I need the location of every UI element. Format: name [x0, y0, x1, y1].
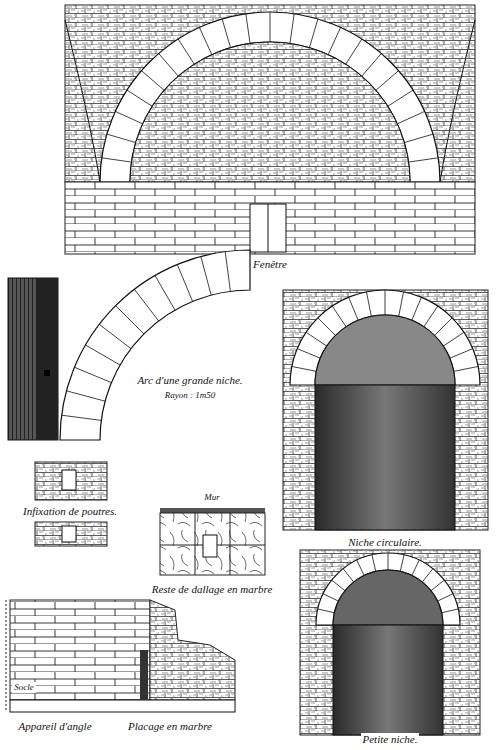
joint-line [442, 609, 459, 613]
joint-line [66, 391, 105, 401]
joint-line [127, 90, 152, 106]
joint-line [366, 292, 371, 317]
window-elevation [65, 5, 475, 254]
joint-line [349, 297, 359, 320]
large-niche-arch [8, 250, 250, 440]
joint-line [292, 366, 317, 371]
joint-line [318, 318, 336, 336]
joint-line [385, 290, 386, 315]
beam-sockets [35, 462, 107, 546]
caption-label: Appareil d'angle [16, 720, 93, 733]
joint-line [431, 580, 444, 591]
joint-line [424, 306, 438, 327]
caption-label: Mur [202, 492, 222, 503]
joint-line [438, 594, 453, 601]
joint-line [318, 609, 335, 613]
joint-line [134, 289, 158, 321]
caption-label: Placage en marbre [126, 720, 214, 733]
caption-label: Arc d'une grande niche. [135, 374, 244, 387]
joint-line [102, 158, 132, 162]
caption-label: Reste de dallage en marbre [150, 583, 275, 596]
joint-line [74, 367, 111, 382]
caption-label: Rayon : 1m50 [163, 390, 218, 401]
joint-line [115, 111, 142, 123]
joint-line [450, 349, 473, 359]
joint-line [454, 366, 479, 371]
joint-line [107, 134, 136, 142]
joint-line [177, 264, 192, 301]
circular-niche [283, 290, 488, 530]
joint-line [343, 569, 354, 582]
joint-line [159, 54, 179, 77]
caption-label: Fenêtre [251, 258, 289, 271]
joint-line [443, 332, 464, 346]
joint-line [362, 54, 382, 77]
joint-line [99, 324, 131, 348]
joint-line [412, 560, 419, 575]
joint-line [404, 134, 433, 142]
joint-line [376, 71, 399, 91]
joint-line [372, 555, 376, 572]
joint-line [155, 275, 175, 310]
joint-line [225, 252, 230, 292]
joint-line [270, 12, 271, 42]
joint-line [142, 71, 165, 91]
caption-label: Socle [12, 682, 36, 693]
joint-line [297, 349, 320, 359]
caption-label: Petite niche. [361, 733, 420, 746]
joint-line [306, 332, 327, 346]
joint-line [85, 345, 120, 365]
joint-line [346, 39, 362, 64]
joint-line [397, 111, 424, 123]
corner-masonry [6, 600, 235, 712]
joint-line [434, 318, 452, 336]
joint-line [357, 560, 364, 575]
joint-line [222, 19, 230, 48]
joint-line [399, 292, 404, 317]
marble-paving [160, 508, 265, 575]
joint-line [388, 553, 389, 570]
joint-line [309, 19, 317, 48]
voussoir-joints [62, 12, 479, 613]
joint-line [290, 14, 294, 44]
joint-line [116, 306, 144, 334]
joint-line [422, 569, 433, 582]
joint-line [328, 27, 340, 54]
joint-line [412, 297, 422, 320]
joint-line [201, 256, 211, 295]
joint-line [323, 594, 338, 601]
caption-label: Infixation de poutres. [21, 505, 119, 518]
caption-label: Niche circulaire. [346, 536, 424, 549]
joint-line [246, 14, 250, 44]
small-niche [300, 550, 480, 735]
joint-line [409, 158, 439, 162]
joint-line [400, 555, 404, 572]
joint-line [178, 39, 194, 64]
joint-line [388, 90, 413, 106]
joint-line [332, 306, 346, 327]
joint-line [62, 415, 102, 420]
joint-line [199, 27, 211, 54]
joint-line [332, 580, 345, 591]
